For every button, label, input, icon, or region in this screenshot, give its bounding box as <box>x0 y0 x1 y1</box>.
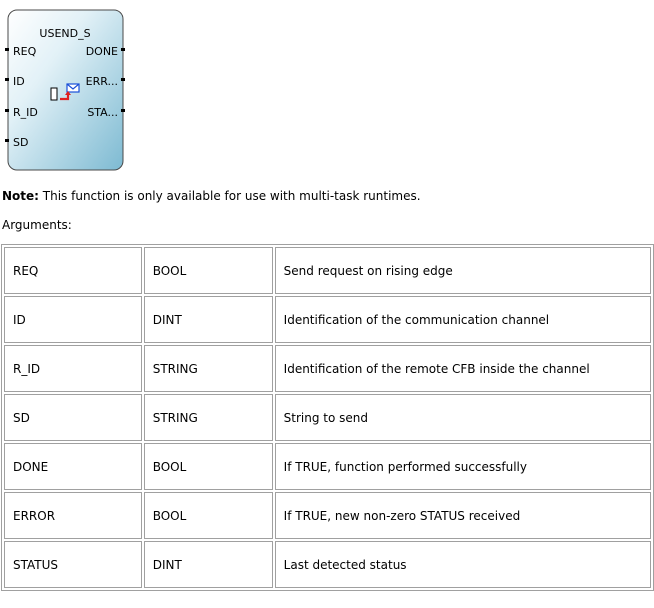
argument-type: BOOL <box>143 492 273 539</box>
function-block-diagram: USEND_S REQ ID R_ID SD DONE ERR... STA..… <box>5 9 125 171</box>
input-pin-r-id: R_ID <box>5 106 38 119</box>
argument-name: ID <box>4 296 142 343</box>
input-pin-sd: SD <box>5 136 28 149</box>
block-title: USEND_S <box>39 27 90 40</box>
arguments-label: Arguments: <box>2 218 72 232</box>
argument-name: R_ID <box>4 345 142 392</box>
argument-name: REQ <box>4 247 142 294</box>
input-pin-id: ID <box>5 75 25 88</box>
argument-description: If TRUE, function performed successfully <box>274 443 651 490</box>
argument-type: DINT <box>143 541 273 588</box>
output-pin-error: ERR... <box>86 75 125 88</box>
argument-type: STRING <box>143 345 273 392</box>
argument-type: BOOL <box>143 247 273 294</box>
svg-text:ID: ID <box>13 75 25 88</box>
argument-name: ERROR <box>4 492 142 539</box>
argument-description: String to send <box>274 394 651 441</box>
output-pin-done: DONE <box>86 45 125 58</box>
argument-description: Send request on rising edge <box>274 247 651 294</box>
argument-name: SD <box>4 394 142 441</box>
argument-description: Identification of the communication chan… <box>274 296 651 343</box>
argument-name: STATUS <box>4 541 142 588</box>
input-pin-req: REQ <box>5 45 37 58</box>
output-pin-status: STA... <box>87 106 125 119</box>
argument-description: Last detected status <box>274 541 651 588</box>
svg-text:STA...: STA... <box>87 106 118 119</box>
argument-type: DINT <box>143 296 273 343</box>
argument-description: If TRUE, new non-zero STATUS received <box>274 492 651 539</box>
argument-type: BOOL <box>143 443 273 490</box>
svg-text:SD: SD <box>13 136 28 149</box>
argument-name: DONE <box>4 443 142 490</box>
svg-text:R_ID: R_ID <box>13 106 38 119</box>
svg-text:DONE: DONE <box>86 45 118 58</box>
argument-type: STRING <box>143 394 273 441</box>
note-label: Note: <box>2 189 39 203</box>
function-block-body <box>7 9 124 171</box>
svg-text:ERR...: ERR... <box>86 75 118 88</box>
note-body: This function is only available for use … <box>38 189 421 203</box>
svg-text:REQ: REQ <box>13 45 37 58</box>
send-message-icon <box>50 83 80 101</box>
argument-description: Identification of the remote CFB inside … <box>274 345 651 392</box>
note-text: Note: This function is only available fo… <box>2 189 421 203</box>
